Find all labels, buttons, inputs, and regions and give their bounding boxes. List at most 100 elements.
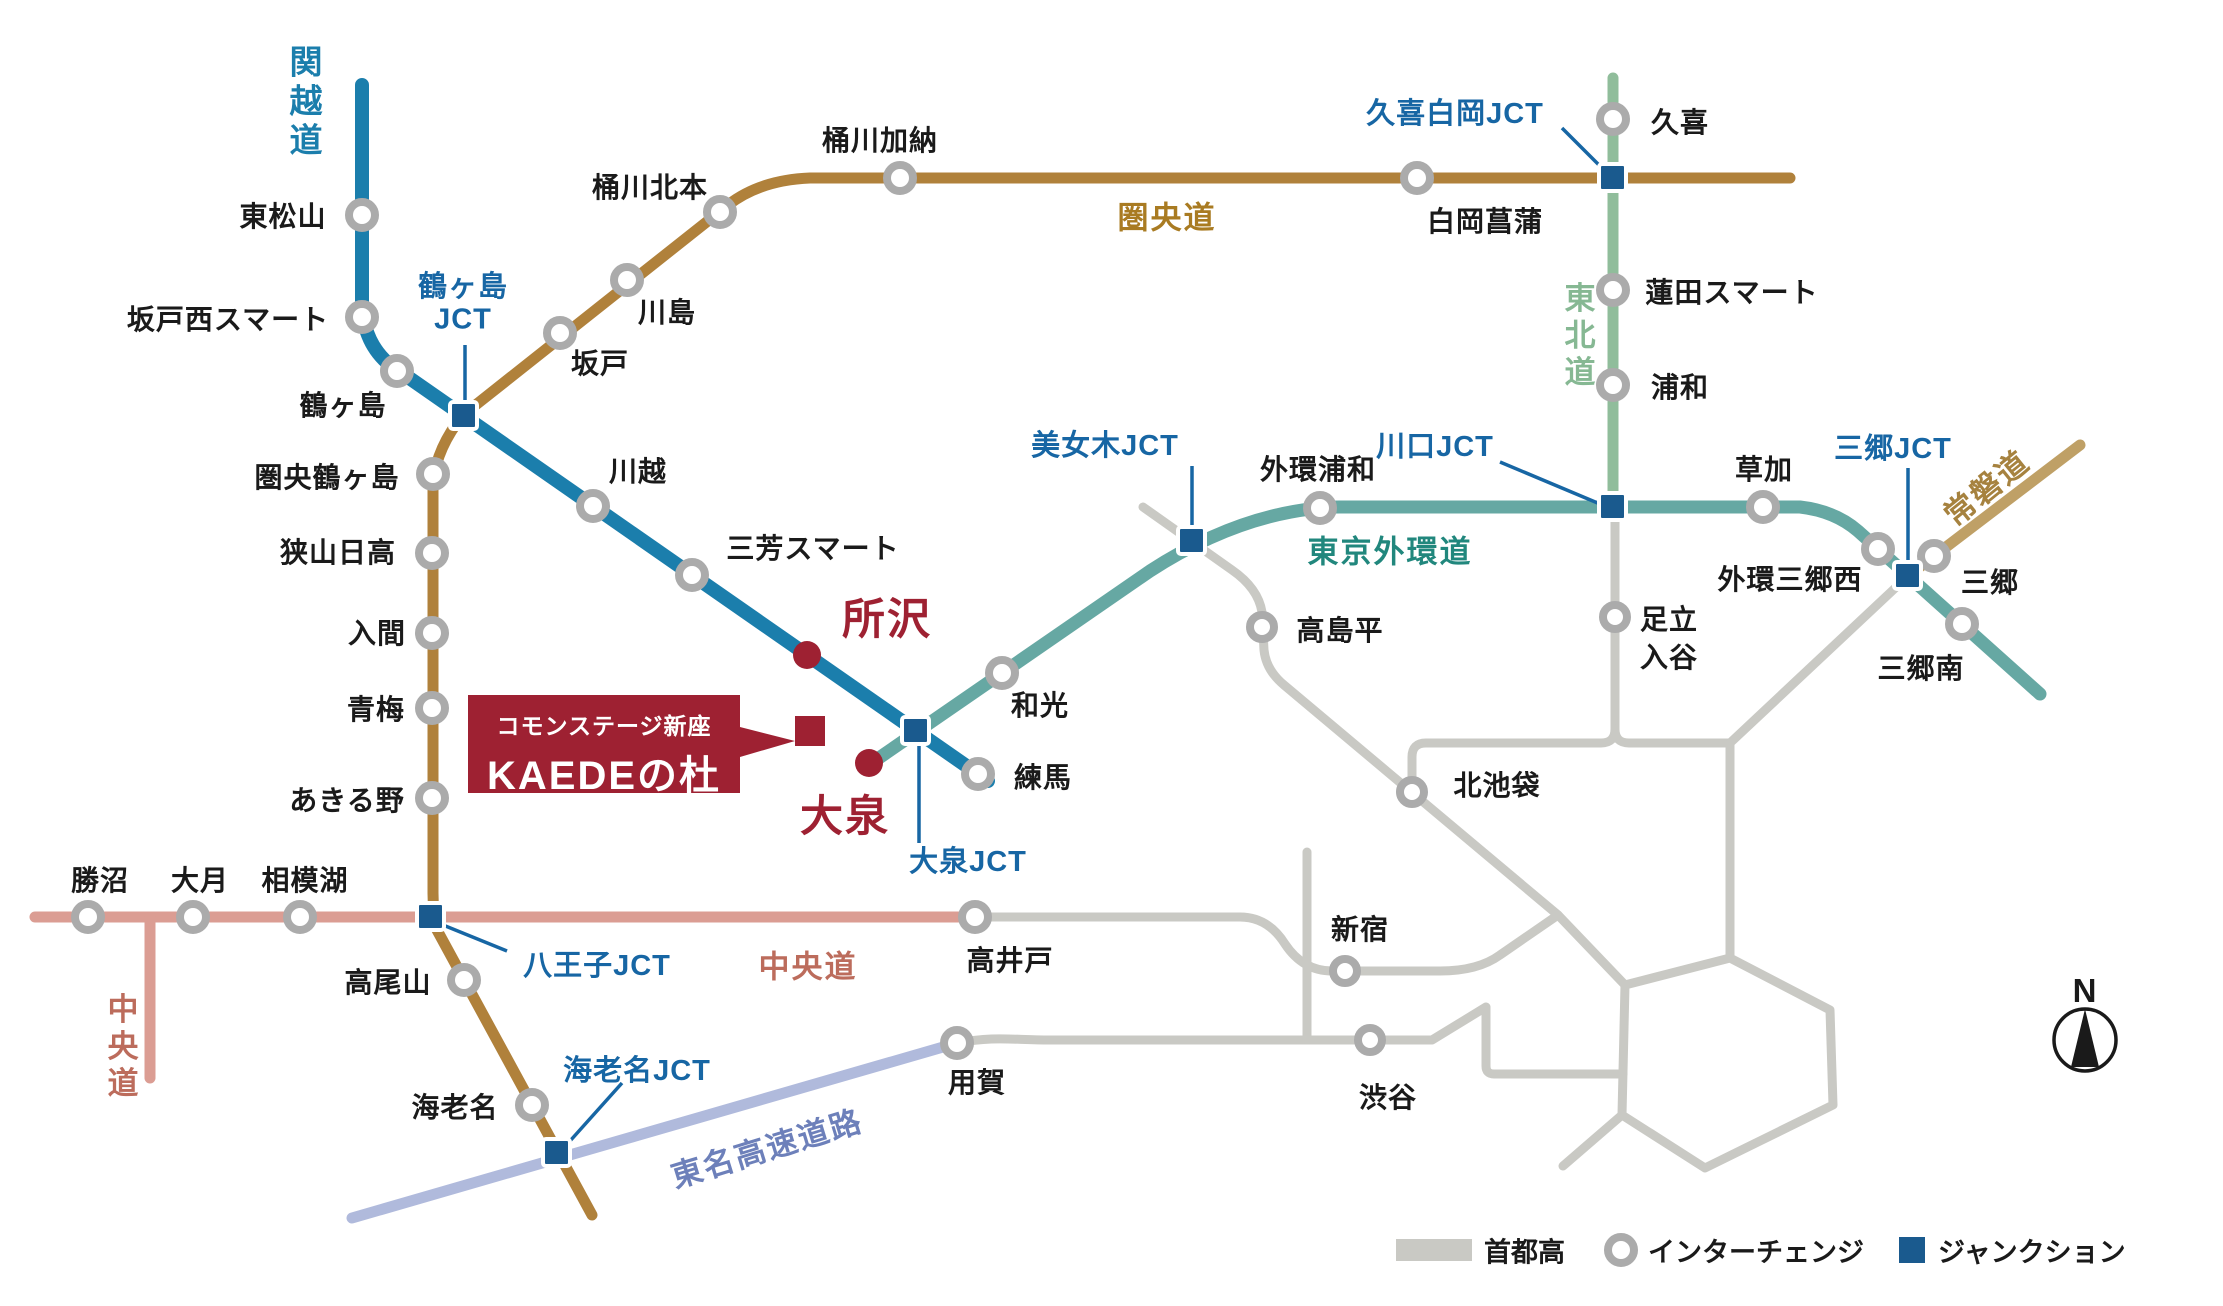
station-label-okegawakitamoto: 桶川北本 (591, 172, 709, 203)
station-label-takaosan: 高尾山 (344, 967, 432, 998)
ic-sakadonishi (345, 300, 379, 334)
ic-tsurugashima (380, 354, 414, 388)
station-label-kuki: 久喜 (1650, 107, 1710, 138)
route-label-gaikan: 東京外環道 (1307, 534, 1473, 570)
station-label-higashimatsuyama: 東松山 (239, 201, 327, 232)
legend-junction-icon (1899, 1237, 1925, 1263)
jct-label-misato: 三郷JCT (1834, 433, 1952, 465)
station-label-gaikanurawa: 外環浦和 (1259, 454, 1377, 485)
compass (2052, 1007, 2118, 1073)
station-label-takaido: 高井戸 (966, 945, 1054, 976)
route-label-chuo-vertical: 中央道 (102, 992, 138, 1104)
shuto-line-misato-branch (1725, 571, 1913, 748)
ic-akiruno (415, 781, 449, 815)
ic-urawa (1596, 368, 1630, 402)
legend-interchange-icon (1604, 1233, 1638, 1267)
jct-label-hachioji: 八王子JCT (523, 950, 671, 982)
jct-label-ebina: 海老名JCT (563, 1055, 711, 1087)
jct-markers (415, 162, 1923, 1168)
ic-takaosan (447, 963, 481, 997)
jct-hachioji (415, 901, 446, 932)
ic-hasuda (1596, 273, 1630, 307)
legend-shuto-label: 首都高 (1484, 1237, 1565, 1268)
property-callout: コモンステージ新座 KAEDEの杜 (468, 695, 740, 798)
ic-kuki (1596, 102, 1630, 136)
route-label-keno: 圏央道 (1117, 200, 1217, 236)
station-label-misato: 三郷 (1960, 567, 2020, 598)
ic-shiraokashobu (1400, 161, 1434, 195)
station-label-akiruno: あきる野 (289, 785, 405, 816)
shuto-line-shibuya (952, 1002, 1628, 1079)
ic-otsuki (176, 900, 210, 934)
ic-sayamahidaka (415, 536, 449, 570)
station-label-ebina: 海老名 (411, 1092, 499, 1123)
jct-label-tsurugashima-l1: 鶴ヶ島 (417, 271, 509, 303)
shuto-loop-stub (1558, 1110, 1627, 1171)
legend-shuto-swatch (1396, 1239, 1472, 1261)
route-label-chuo: 中央道 (758, 949, 858, 985)
ic-shinjuku (1329, 955, 1361, 987)
jct-label-oizumi: 大泉JCT (909, 846, 1027, 878)
station-label-iruma: 入間 (347, 618, 407, 649)
station-label-kitaikebukuro: 北池袋 (1453, 770, 1541, 801)
jct-misato (1892, 560, 1923, 591)
ic-kitaikebukuro (1396, 776, 1428, 808)
property-marker (795, 716, 825, 746)
station-label-sakado: 坂戸 (570, 348, 630, 379)
station-label-urawa: 浦和 (1650, 372, 1710, 403)
jct-label-kukishiraoka: 久喜白岡JCT (1366, 98, 1544, 130)
ic-misato (1917, 539, 1951, 573)
station-label-hasuda: 蓮田スマート (1645, 277, 1819, 308)
shuto-network (952, 502, 1913, 1173)
leader-kukishiraoka-jct (1560, 126, 1606, 172)
station-label-kawagoe: 川越 (608, 456, 668, 487)
ic-sagamiko (283, 900, 317, 934)
station-label-wako: 和光 (1010, 690, 1070, 721)
legend-interchange-label: インターチェンジ (1648, 1237, 1864, 1268)
station-label-otsuki: 大月 (170, 865, 230, 896)
ic-wako (985, 656, 1019, 690)
ic-soka (1746, 490, 1780, 524)
shuto-line-adachi-east (1610, 724, 1735, 748)
station-label-soka: 草加 (1734, 454, 1794, 485)
station-label-misatominami: 三郷南 (1877, 653, 1965, 684)
jct-bijogi (1176, 525, 1207, 556)
ic-ebina (515, 1088, 549, 1122)
ic-iruma (415, 616, 449, 650)
station-label-kawajima: 川島 (637, 297, 697, 328)
ic-nerima (961, 757, 995, 791)
ic-higashimatsuyama (345, 198, 379, 232)
ic-okegawakitamoto (703, 195, 737, 229)
jct-tsurugashima (448, 400, 479, 431)
compass-north-label: N (2072, 972, 2098, 1009)
property-name-line2: KAEDEの杜 (486, 754, 722, 798)
leader-hachioji-jct (442, 923, 508, 953)
station-label-shiraokashobu: 白岡菖蒲 (1426, 206, 1544, 237)
leader-lines (442, 126, 1910, 1143)
jct-ebina (541, 1137, 572, 1168)
station-label-tsurugashima: 鶴ヶ島 (299, 390, 387, 421)
dot-oizumi (855, 749, 883, 777)
station-label-okegawakano: 桶川加納 (821, 125, 939, 156)
point-label-oizumi: 大泉 (800, 793, 890, 841)
station-label-sayamahidaka: 狭山日高 (279, 537, 397, 568)
ic-adachiiriya (1599, 601, 1631, 633)
ic-kawagoe (576, 489, 610, 523)
route-label-kanetsu: 関越道 (285, 44, 322, 162)
legend-junction-label: ジャンクション (1938, 1237, 2126, 1268)
station-label-katsunuma: 勝沼 (70, 865, 130, 896)
station-label-shibuya: 渋谷 (1358, 1082, 1418, 1113)
jct-kukishiraoka (1597, 162, 1628, 193)
ic-miyoshi (675, 558, 709, 592)
station-label-miyoshi: 三芳スマート (726, 533, 900, 564)
jct-label-kawaguchi: 川口JCT (1376, 431, 1494, 463)
station-label-sagamiko: 相模湖 (261, 865, 349, 896)
jct-kawaguchi (1597, 491, 1628, 522)
station-label-adachiiriya: 足立入谷 (1640, 604, 1699, 673)
ic-yoga (940, 1026, 974, 1060)
shuto-line-bijogi-ikebukuro (1138, 502, 1630, 990)
jct-label-tsurugashima-l2: JCT (434, 303, 492, 336)
tomei-line (346, 1037, 963, 1224)
